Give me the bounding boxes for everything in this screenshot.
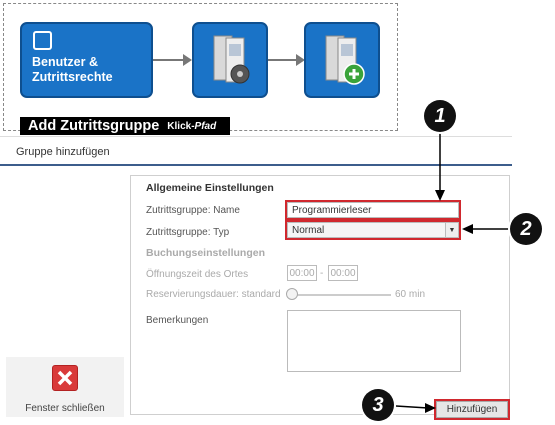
group-name-label: Zutrittsgruppe: Name	[146, 205, 240, 216]
reservation-duration-label: Reservierungsdauer: standard	[146, 289, 281, 300]
general-settings-heading: Allgemeine Einstellungen	[146, 182, 274, 194]
opening-time-from[interactable]: 00:00	[287, 265, 317, 281]
flow-step-users-label: Benutzer & Zutrittsrechte	[32, 55, 113, 84]
reservation-duration-slider[interactable]	[291, 294, 391, 296]
arrow-right-icon	[153, 54, 192, 66]
slider-handle[interactable]	[286, 288, 298, 300]
callout-arrow-3	[395, 405, 429, 409]
close-window-label: Fenster schließen	[25, 403, 105, 414]
click-path-tag: Klick-Pfad	[167, 120, 217, 132]
booking-settings-heading: Buchungseinstellungen	[146, 247, 266, 259]
callout-badge-1: 1	[424, 100, 456, 132]
flow-step-doors-settings	[192, 22, 268, 98]
checkbox-icon	[33, 31, 52, 50]
settings-panel: Allgemeine Einstellungen Zutrittsgruppe:…	[130, 175, 510, 415]
door-add-icon	[325, 35, 365, 85]
callout-arrowhead-2	[462, 224, 473, 234]
close-window-button[interactable]: Fenster schließen	[6, 357, 124, 417]
add-button[interactable]: Hinzufügen	[434, 399, 510, 420]
callout-badge-2: 2	[510, 213, 542, 245]
callout-arrowhead-3	[425, 403, 436, 413]
door-gear-icon	[213, 35, 250, 84]
group-type-label: Zutrittsgruppe: Typ	[146, 227, 230, 238]
remarks-textarea[interactable]	[287, 310, 461, 372]
click-path-banner: Add Zutrittsgruppe Klick-Pfad	[20, 117, 230, 135]
callout-arrowhead-1	[435, 190, 445, 201]
arrow-right-icon	[268, 54, 305, 66]
chevron-down-icon[interactable]: ▼	[445, 223, 458, 237]
flow-step-doors-add	[304, 22, 380, 98]
time-separator: -	[320, 268, 324, 279]
group-name-input[interactable]: Programmierleser	[285, 200, 461, 220]
callout-badge-3: 3	[362, 389, 394, 421]
remarks-label: Bemerkungen	[146, 315, 209, 326]
opening-time-to[interactable]: 00:00	[328, 265, 358, 281]
window-title: Gruppe hinzufügen	[16, 146, 110, 158]
reservation-duration-value: 60 min	[395, 289, 426, 300]
opening-time-label: Öffnungszeit des Ortes	[146, 269, 249, 280]
window-titlebar: Gruppe hinzufügen	[0, 136, 512, 166]
close-icon	[52, 365, 78, 391]
group-type-select[interactable]: Normal ▼	[285, 220, 461, 240]
flow-step-users: Benutzer & Zutrittsrechte	[20, 22, 153, 98]
group-type-value: Normal	[292, 225, 325, 236]
